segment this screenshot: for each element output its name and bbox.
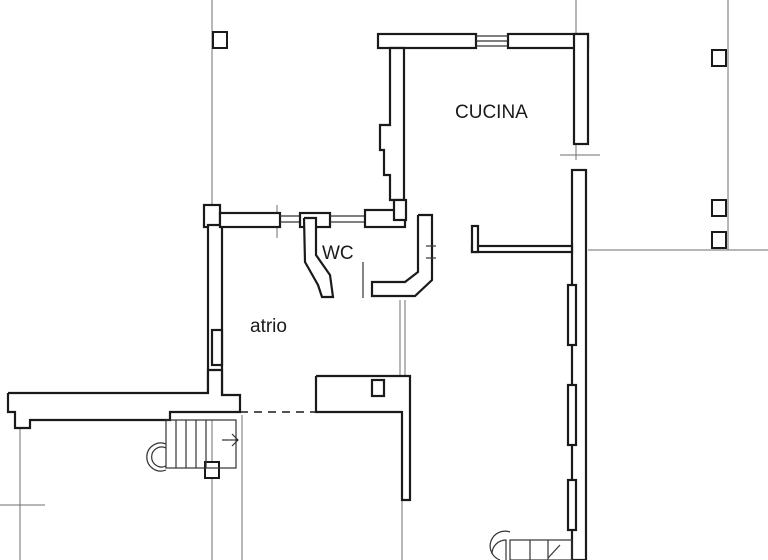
stair xyxy=(146,419,239,472)
corridor-walls xyxy=(314,374,412,502)
room-label-atrio: atrio xyxy=(250,316,287,337)
room-label-cucina: CUCINA xyxy=(455,102,528,123)
wc-walls xyxy=(302,213,436,299)
room-label-wc: WC xyxy=(322,243,354,264)
bottom-stair xyxy=(489,530,573,560)
exterior-walls xyxy=(6,32,590,560)
pillars xyxy=(212,31,727,249)
